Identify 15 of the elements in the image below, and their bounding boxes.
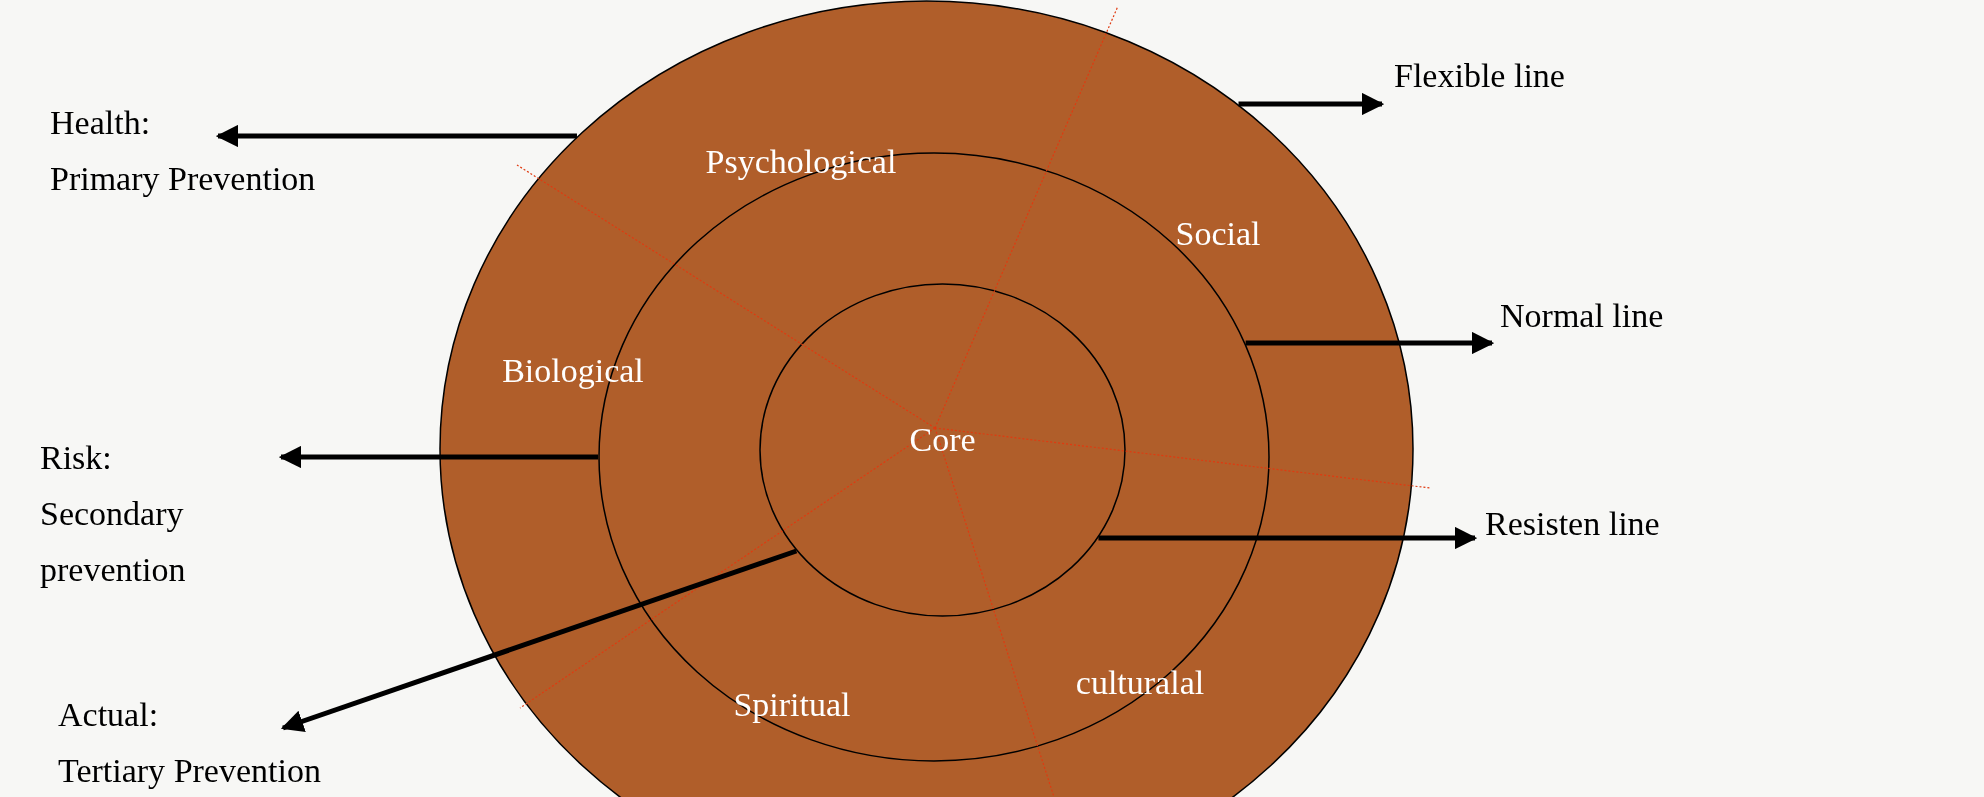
callout-text: Flexible line [1394,56,1565,96]
arrow [1098,526,1478,550]
arrow [278,445,598,469]
arrow [1238,92,1385,116]
callout-text: Normal line [1500,296,1664,336]
callout-text: Risk: Secondary prevention [40,438,186,590]
arrow [280,548,798,733]
core-label: Core [909,420,976,460]
ring-label: Social [1175,214,1261,254]
arrow [1245,331,1495,355]
arrow [215,124,577,148]
callout-text: Actual: Tertiary Prevention [58,695,321,791]
ring-label: Spiritual [733,685,851,725]
callout-text: Resisten line [1485,504,1660,544]
callout-text: Health: Primary Prevention [50,103,316,199]
